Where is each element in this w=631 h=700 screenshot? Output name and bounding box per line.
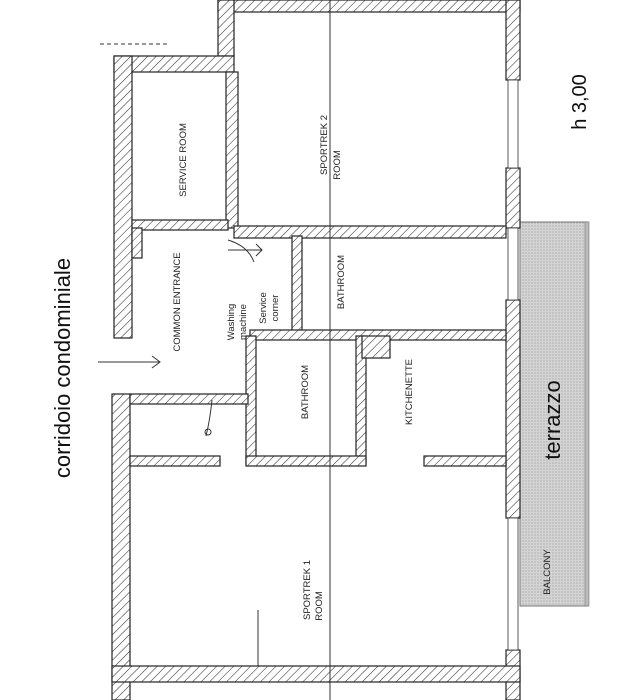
label-bathroom-upper: BATHROOM <box>336 255 347 309</box>
wall-top-right <box>217 0 521 13</box>
label-terrace: terrazzo <box>540 380 565 459</box>
wall-entry-lower <box>129 393 249 405</box>
label-common-entrance: COMMON ENTRANCE <box>172 252 183 351</box>
wall-bottom <box>111 665 521 683</box>
label-height: h 3,00 <box>569 74 591 130</box>
wall-right-upper <box>505 0 521 81</box>
label-sportrek2-line1: SPORTREK 2 <box>319 115 330 175</box>
wall-left-bottom <box>111 393 131 700</box>
label-washing-line1: Washing <box>226 304 237 341</box>
wall-entry-upper <box>131 227 143 259</box>
wall-service-sportrek2 <box>225 71 239 229</box>
wall-left-top <box>113 55 133 339</box>
label-bathroom-lower: BATHROOM <box>300 365 311 419</box>
wall-right-mid1 <box>505 167 521 229</box>
wall-sportrek2-left-top <box>217 0 235 57</box>
wall-room1-top-left <box>129 455 221 467</box>
arrow-head-service <box>255 243 263 257</box>
door-mark <box>204 428 212 436</box>
window-markers <box>507 79 519 651</box>
door-arc-lower <box>205 399 213 437</box>
label-corridor: corridoio condominiale <box>50 258 75 478</box>
label-kitchenette: KITCHENETTE <box>404 359 415 425</box>
label-service-corner-line1: Service <box>258 292 269 324</box>
label-service-corner-line2: corner <box>270 295 281 322</box>
wall-bathroom-upper-left <box>291 235 303 335</box>
door-arc-entrance <box>227 239 255 263</box>
label-sportrek2-line2: ROOM <box>332 150 343 180</box>
label-washing-line2: machine <box>238 304 249 340</box>
label-sportrek1-line1: SPORTREK 1 <box>302 560 313 620</box>
terrace-area <box>519 221 589 607</box>
terrace-railing <box>584 221 590 607</box>
label-balcony: BALCONY <box>542 549 553 595</box>
wall-service-bottom <box>131 219 229 231</box>
wall-sportrek2-bottom <box>233 225 507 239</box>
wall-kitchen-corner <box>361 335 391 359</box>
label-service-room: SERVICE ROOM <box>178 123 189 197</box>
wall-right-mid2 <box>505 299 521 519</box>
wall-kitchen-bottom <box>423 455 507 467</box>
wall-bathroom-lower-bottom <box>245 455 367 467</box>
label-sportrek1-line2: ROOM <box>314 591 325 621</box>
entrance-arrow-head <box>151 355 161 369</box>
